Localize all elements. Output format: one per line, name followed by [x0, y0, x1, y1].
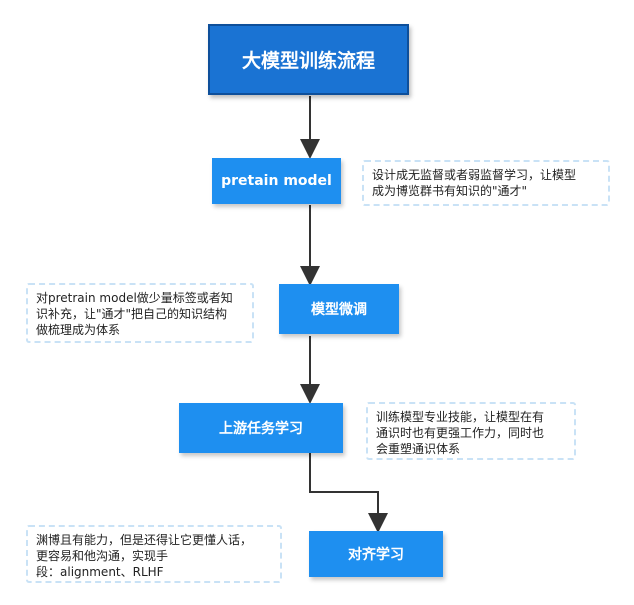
- note-pretrain-line-1: 设计成无监督或者弱监督学习，让模型: [372, 168, 577, 182]
- note-align: 渊博且有能力，但是还得让它更懂人话， 更容易和他沟通，实现手 段：alignme…: [26, 525, 282, 583]
- note-pretrain: 设计成无监督或者弱监督学习，让模型 成为博览群书有知识的"通才": [362, 160, 610, 206]
- note-pretrain-line-2: 成为博览群书有知识的"通才": [372, 184, 528, 198]
- note-downstream-line-2: 通识时也有更强工作力，同时也: [376, 426, 545, 440]
- note-finetune-line-2: 识补充，让"通才"把自己的知识结构: [36, 307, 228, 321]
- note-downstream-line-1: 训练模型专业技能，让模型在有: [376, 410, 545, 424]
- connector-downstream-to-align: [309, 453, 388, 533]
- note-downstream: 训练模型专业技能，让模型在有 通识时也有更强工作力，同时也 会重塑通识体系: [366, 402, 576, 460]
- step-alignment-learning: 对齐学习: [309, 531, 443, 577]
- note-finetune: 对pretrain model做少量标签或者知 识补充，让"通才"把自己的知识结…: [26, 283, 254, 343]
- step-pretrain-model: pretain model: [212, 158, 341, 204]
- diagram-title: 大模型训练流程: [208, 24, 409, 95]
- note-align-line-2: 更容易和他沟通，实现手: [36, 549, 169, 563]
- note-align-line-1: 渊博且有能力，但是还得让它更懂人话，: [36, 533, 253, 547]
- note-align-line-3: 段：alignment、RLHF: [36, 565, 164, 579]
- note-downstream-line-3: 会重塑通识体系: [376, 442, 461, 456]
- step-model-finetune: 模型微调: [279, 284, 399, 334]
- note-finetune-line-3: 做梳理成为体系: [36, 323, 121, 337]
- step-downstream-task-learning: 上游任务学习: [179, 403, 343, 453]
- note-finetune-line-1: 对pretrain model做少量标签或者知: [36, 291, 233, 305]
